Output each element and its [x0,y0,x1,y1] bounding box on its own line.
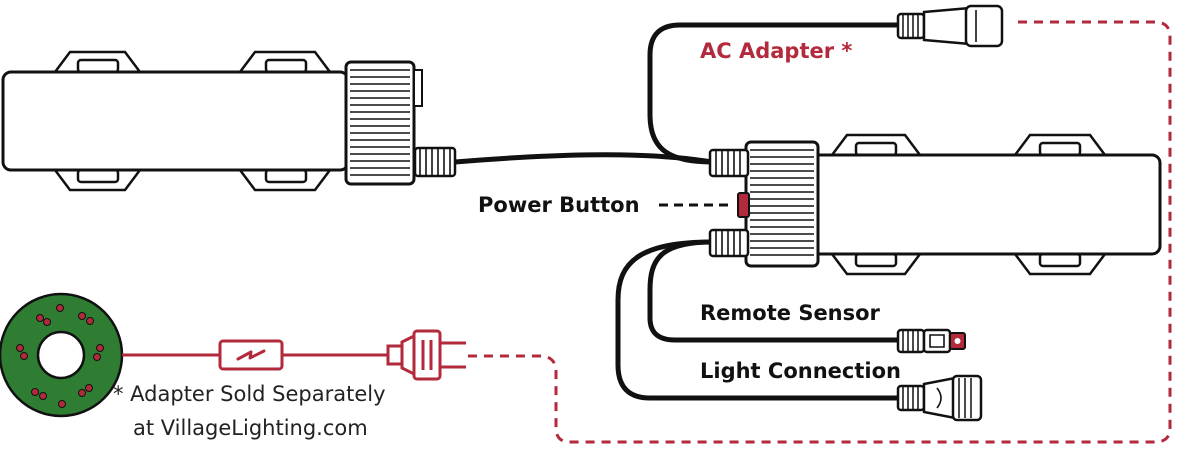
light-connection-connector-icon [896,374,983,422]
adapter-note-line1: * Adapter Sold Separately [113,382,386,406]
remote-sensor-label: Remote Sensor [700,301,881,325]
ac-adapter-connector-icon [896,4,1004,48]
battery-pack-right-icon [708,133,1162,276]
light-connection-label: Light Connection [700,359,901,383]
remote-sensor-connector-icon [896,328,966,354]
wreath-icon [0,292,124,418]
adapter-dashed-path [465,20,1172,444]
power-plug-icon [386,329,466,381]
ac-adapter-label: AC Adapter * [700,39,852,63]
battery-pack-left-icon [1,50,457,192]
power-button[interactable] [737,192,750,218]
fuse-icon [218,339,284,371]
power-button-label: Power Button [478,193,640,217]
ac-adapter-cable [647,22,900,165]
light-connection-cable [615,239,900,401]
adapter-note-line2: at VillageLighting.com [133,416,368,440]
